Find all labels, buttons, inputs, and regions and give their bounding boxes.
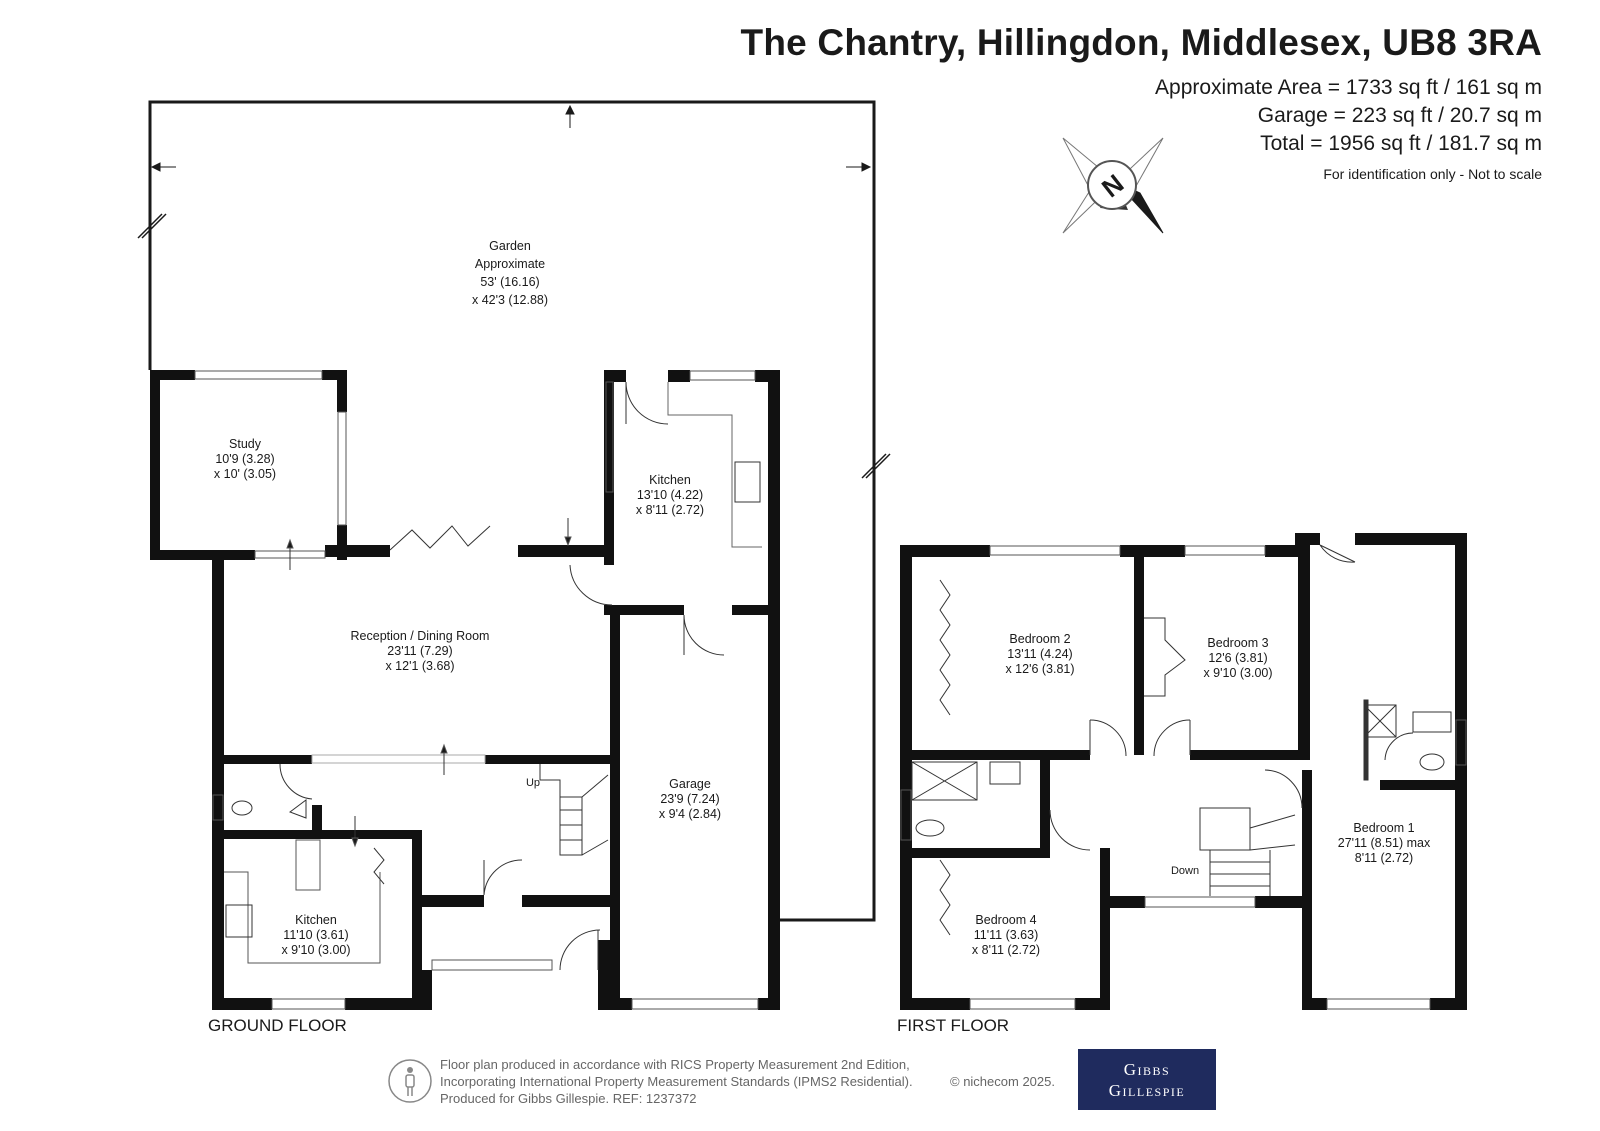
brand-logo: Gibbs Gillespie xyxy=(1078,1049,1216,1110)
bedroom2-name: Bedroom 2 xyxy=(1009,632,1070,646)
bedroom4-name: Bedroom 4 xyxy=(975,913,1036,927)
brand-logo-bottom: Gillespie xyxy=(1108,1081,1186,1100)
bedroom3-name: Bedroom 3 xyxy=(1207,636,1268,650)
garden-sub: Approximate xyxy=(475,257,545,271)
stairs-down-label: Down xyxy=(1171,865,1199,877)
first-floor-walls xyxy=(900,533,1467,1010)
kitchen-rear-dim2: x 8'11 (2.72) xyxy=(636,503,704,517)
garden-dim2: x 42'3 (12.88) xyxy=(472,293,548,307)
approximate-area: Approximate Area = 1733 sq ft / 161 sq m xyxy=(1155,76,1542,99)
study-name: Study xyxy=(229,437,262,451)
brand-logo-top: Gibbs xyxy=(1123,1060,1171,1079)
kitchen-rear-dim1: 13'10 (4.22) xyxy=(637,488,703,502)
garden-outline xyxy=(137,100,891,922)
reception-dim1: 23'11 (7.29) xyxy=(387,644,452,658)
bedroom1-name: Bedroom 1 xyxy=(1353,821,1414,835)
footer-line-2: Incorporating International Property Mea… xyxy=(440,1074,913,1089)
ground-floor-label: GROUND FLOOR xyxy=(208,1016,347,1035)
person-icon xyxy=(388,1059,432,1103)
bedroom4-dim2: x 8'11 (2.72) xyxy=(972,943,1040,957)
ground-floor-details xyxy=(194,370,762,1010)
bedroom4-dim1: 11'11 (3.63) xyxy=(974,928,1038,942)
total-area: Total = 1956 sq ft / 181.7 sq m xyxy=(1260,132,1542,155)
scale-note: For identification only - Not to scale xyxy=(1323,166,1542,182)
bedroom2-dim1: 13'11 (4.24) xyxy=(1007,647,1072,661)
reception-dim2: x 12'1 (3.68) xyxy=(385,659,454,673)
study-dim2: x 10' (3.05) xyxy=(214,467,276,481)
kitchen-front-dim2: x 9'10 (3.00) xyxy=(281,943,350,957)
garden-dim1: 53' (16.16) xyxy=(480,275,539,289)
garage-name: Garage xyxy=(669,777,711,791)
footer-line-3: Produced for Gibbs Gillespie. REF: 12373… xyxy=(440,1091,697,1106)
bedroom2-dim2: x 12'6 (3.81) xyxy=(1005,662,1074,676)
bedroom3-dim1: 12'6 (3.81) xyxy=(1208,651,1267,665)
kitchen-front-dim1: 11'10 (3.61) xyxy=(283,928,348,942)
reception-name: Reception / Dining Room xyxy=(351,629,490,643)
kitchen-rear-name: Kitchen xyxy=(649,473,691,487)
room-labels: Garden Approximate 53' (16.16) x 42'3 (1… xyxy=(214,239,1431,957)
garden-name: Garden xyxy=(489,239,531,253)
study-dim1: 10'9 (3.28) xyxy=(215,452,274,466)
first-floor-details xyxy=(900,544,1467,1010)
property-title: The Chantry, Hillingdon, Middlesex, UB8 … xyxy=(740,22,1542,63)
footer-line-1: Floor plan produced in accordance with R… xyxy=(440,1057,910,1072)
ground-floor-walls xyxy=(150,370,780,1010)
footer-copyright: © nichecom 2025. xyxy=(950,1074,1055,1089)
stairs-up-label: Up xyxy=(526,777,540,789)
garage-area: Garage = 223 sq ft / 20.7 sq m xyxy=(1257,104,1542,127)
bedroom1-dim1: 27'11 (8.51) max xyxy=(1338,836,1431,850)
bedroom3-dim2: x 9'10 (3.00) xyxy=(1203,666,1272,680)
bedroom1-dim2: 8'11 (2.72) xyxy=(1355,851,1413,865)
first-floor-label: FIRST FLOOR xyxy=(897,1016,1009,1035)
garage-dim2: x 9'4 (2.84) xyxy=(659,807,721,821)
compass-icon: N xyxy=(1062,137,1164,234)
kitchen-front-name: Kitchen xyxy=(295,913,337,927)
garage-dim1: 23'9 (7.24) xyxy=(660,792,719,806)
footer-disclaimer: Floor plan produced in accordance with R… xyxy=(440,1056,913,1107)
